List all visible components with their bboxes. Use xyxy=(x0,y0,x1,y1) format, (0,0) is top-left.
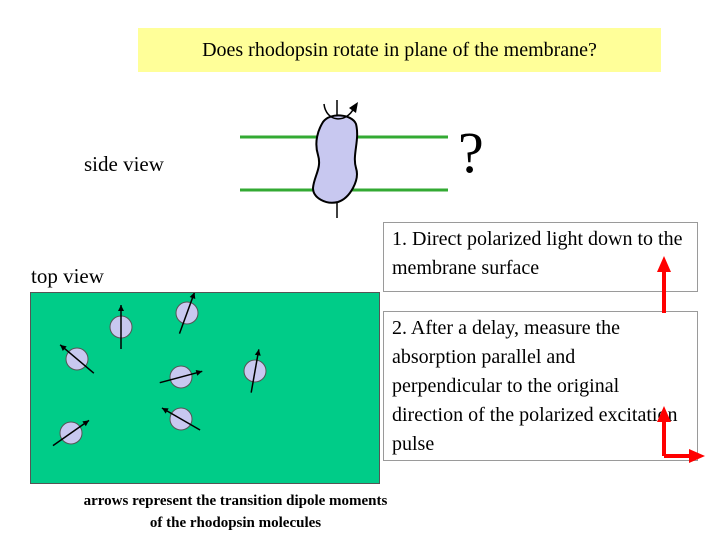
top-view-label: top view xyxy=(31,264,104,288)
dipole-arrow-shaft xyxy=(159,370,203,384)
molecule-1 xyxy=(109,305,133,349)
title-banner: Does rhodopsin rotate in plane of the me… xyxy=(138,28,661,72)
molecule-6 xyxy=(52,419,90,447)
step-1-box: 1. Direct polarized light down to the me… xyxy=(383,222,698,292)
rhodopsin-molecule xyxy=(311,114,359,204)
molecule-2 xyxy=(175,292,199,334)
caption-line-2: of the rhodopsin molecules xyxy=(149,515,322,531)
dipole-arrowhead-icon xyxy=(189,292,196,299)
molecule-7 xyxy=(161,407,201,431)
caption: arrows represent the transition dipole m… xyxy=(28,490,443,534)
perpendicular-arrowhead-icon xyxy=(689,449,705,463)
excitation-arrowhead-icon xyxy=(657,256,671,272)
question-mark: ? xyxy=(458,120,484,185)
parallel-arrowhead-icon xyxy=(657,406,671,422)
step-2-text: 2. After a delay, measure the absorption… xyxy=(392,317,678,455)
page-title: Does rhodopsin rotate in plane of the me… xyxy=(202,38,597,61)
rotation-arrow-icon xyxy=(323,103,355,120)
dipole-arrowhead-icon xyxy=(118,305,124,311)
dipole-arrowhead-icon xyxy=(195,369,203,376)
dipole-arrow-shaft xyxy=(178,292,196,334)
top-view-molecules xyxy=(52,292,267,447)
rotation-arrowhead-icon xyxy=(349,102,358,113)
step-2-box: 2. After a delay, measure the absorption… xyxy=(383,311,698,461)
molecule-5 xyxy=(243,349,267,393)
molecule-4 xyxy=(159,365,203,389)
dipole-arrowhead-icon xyxy=(161,408,169,414)
top-view-panel xyxy=(30,292,380,484)
dipole-arrowhead-icon xyxy=(82,420,90,427)
dipole-arrowhead-icon xyxy=(60,344,67,352)
dipole-arrowhead-icon xyxy=(254,349,261,356)
side-view-label: side view xyxy=(84,152,164,176)
caption-line-1: arrows represent the transition dipole m… xyxy=(83,493,388,509)
step-1-text: 1. Direct polarized light down to the me… xyxy=(392,228,683,279)
molecule-3 xyxy=(59,344,95,374)
dipole-arrow-shaft xyxy=(59,344,95,374)
dipole-arrow-shaft xyxy=(161,407,201,431)
dipole-arrow-shaft xyxy=(52,419,90,447)
dipole-arrow-shaft xyxy=(250,349,260,393)
